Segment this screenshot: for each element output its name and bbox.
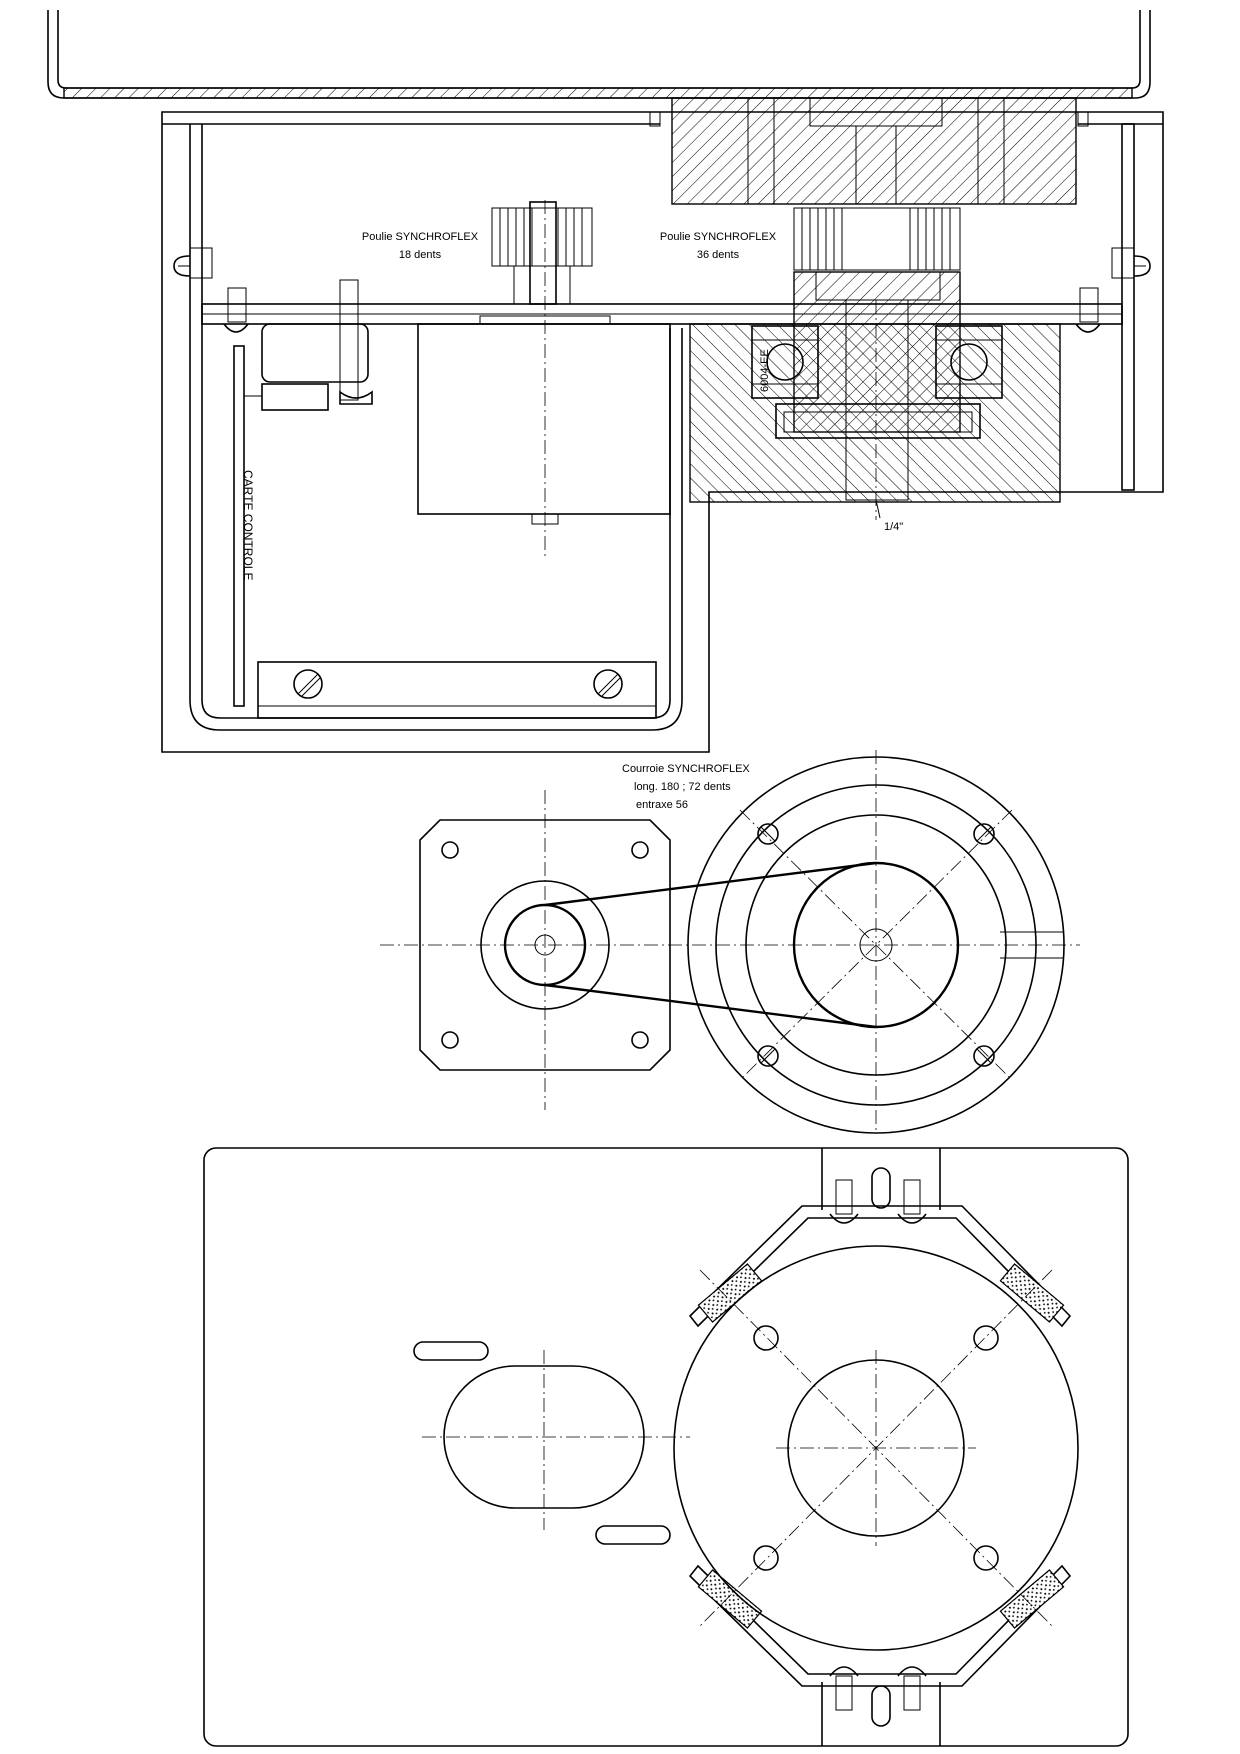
clamp-bar: [257, 661, 657, 719]
top-strap: [688, 1148, 1072, 1328]
belt-title: Courroie SYNCHROFLEX: [622, 763, 750, 775]
bottom-strap: [688, 1564, 1072, 1746]
belt: [544, 861, 877, 1029]
bearing-housing: [689, 271, 1061, 520]
small-pulley-teeth: 18 dents: [399, 249, 442, 261]
section-view: CARTE CONTROLE: [47, 10, 1164, 753]
hub-bolt-holes: [757, 823, 995, 1067]
bearing-label: 6004-EE: [759, 349, 771, 392]
hub-top-block: [671, 97, 1077, 205]
large-pulley-teeth: 36 dents: [697, 249, 740, 261]
base-plate: [203, 1147, 1129, 1747]
enclosure-shell: [47, 10, 1151, 99]
motor-flange: [419, 819, 671, 1071]
capacitor: [244, 279, 373, 411]
control-board-label: CARTE CONTROLE: [241, 470, 255, 580]
control-board: [233, 345, 245, 707]
screw-left-lower: [223, 287, 249, 333]
small-pulley-title: Poulie SYNCHROFLEX: [362, 231, 479, 243]
turntable-disk: [673, 1245, 1079, 1651]
thread-label: 1/4": [884, 521, 903, 533]
belt-center-distance: entraxe 56: [636, 799, 688, 811]
small-pulley-section: [491, 201, 593, 305]
large-pulley-section: [793, 207, 961, 271]
belt-length: long. 180 ; 72 dents: [634, 781, 731, 793]
screw-right-lower: [1075, 287, 1101, 333]
slot-upper: [413, 1341, 489, 1361]
large-pulley-title: Poulie SYNCHROFLEX: [660, 231, 777, 243]
screw-right-upper: [1111, 247, 1151, 279]
screw-left-upper: [173, 247, 213, 279]
stepper-motor: [417, 200, 671, 560]
bearing-left: [751, 325, 819, 399]
slot-lower: [595, 1525, 671, 1545]
bearing-right: [935, 325, 1003, 399]
belt-drive-view: Courroie SYNCHROFLEX long. 180 ; 72 dent…: [380, 750, 1080, 1134]
side-slot: [1000, 931, 1064, 959]
base-plate-view: [203, 1147, 1129, 1747]
